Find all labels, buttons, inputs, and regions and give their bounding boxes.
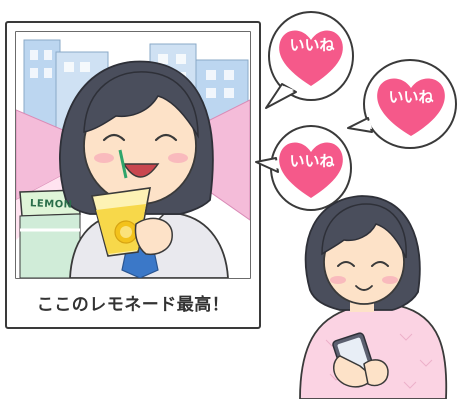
- shop-sign-text: LEMON: [29, 198, 73, 211]
- photo-caption: ここのレモネード最高！: [36, 294, 230, 315]
- like-bubble-1: [265, 11, 354, 109]
- like-label: いいね: [388, 88, 434, 106]
- girl-in-photo: [59, 60, 229, 278]
- heart-icon: [279, 142, 343, 198]
- heart-icon: [377, 78, 445, 136]
- like-label: いいね: [289, 36, 335, 54]
- heart-icon: [279, 30, 343, 86]
- girl-with-phone: [299, 195, 448, 399]
- like-label: いいね: [289, 152, 335, 170]
- like-bubble-2: [347, 59, 457, 149]
- lemonade-cup: [90, 149, 151, 257]
- photo-card: [5, 21, 261, 329]
- like-bubble-3: [255, 125, 352, 211]
